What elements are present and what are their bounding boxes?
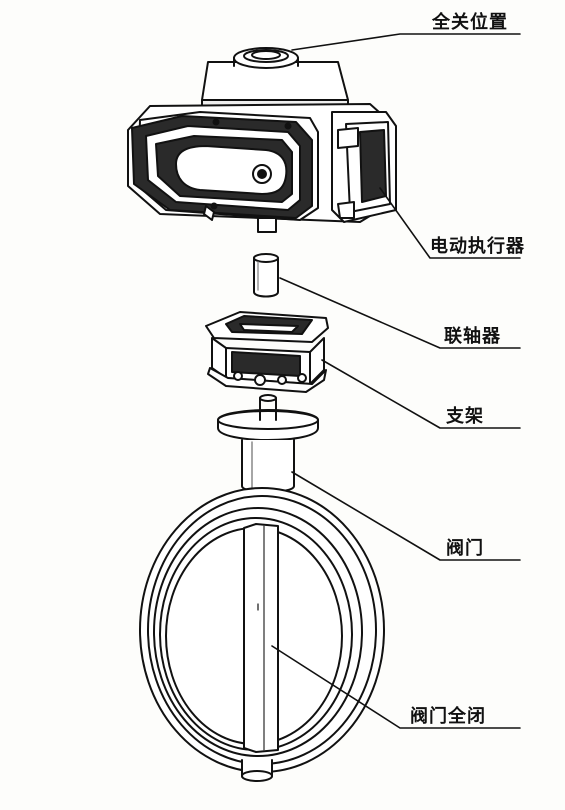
label-valve: 阀门 [446,538,484,559]
label-electric-actuator: 电动执行器 [430,236,525,257]
label-full-closed-position: 全关位置 [432,12,508,33]
leader-valve-fully-closed [271,645,521,729]
label-coupling: 联轴器 [444,326,501,347]
coupling-drawing [253,253,279,298]
actuator-top-cap [201,47,349,109]
leader-lines [271,33,521,729]
leader-full-closed-position [291,33,521,51]
actuator-body [127,103,397,233]
leader-electric-actuator [379,187,521,259]
label-valve-fully-closed: 阀门全闭 [410,706,486,727]
electric-actuator-drawing [127,47,397,233]
bracket-drawing [205,311,329,393]
leader-valve [291,471,521,561]
label-bracket: 支架 [446,406,484,427]
valve-drawing [139,394,385,782]
leader-coupling [279,277,521,349]
leader-bracket [321,359,521,429]
